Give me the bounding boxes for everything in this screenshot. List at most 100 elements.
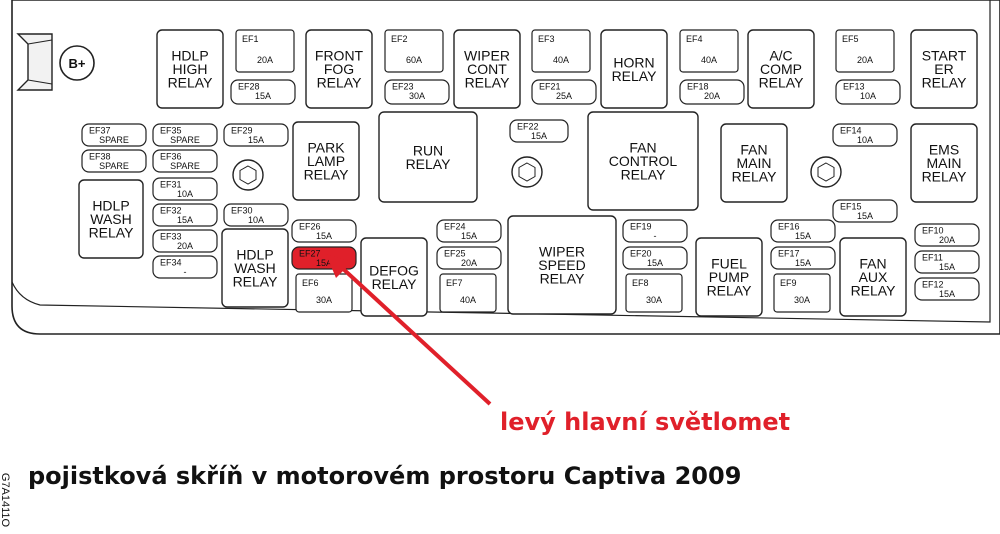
fuse-rating: SPARE [170, 135, 200, 145]
fuse-id: EF5 [842, 34, 859, 44]
fuse-rating: 15A [461, 231, 477, 241]
fuse-id: EF14 [840, 126, 862, 136]
relay-label: FAN [740, 142, 767, 158]
fuse-rating: 20A [857, 55, 873, 65]
fuse-rating: 30A [646, 295, 662, 305]
fuse-rating: - [654, 231, 657, 241]
relay-label: FOG [324, 61, 354, 77]
relay-label: RELAY [168, 75, 214, 91]
relay-label: WIPER [539, 244, 585, 260]
bolt-stud [511, 156, 543, 188]
fuse-rating: 15A [316, 231, 332, 241]
fuse-ef19: EF19- [622, 219, 688, 243]
relay-label: RUN [413, 142, 443, 158]
relay-label: RELAY [317, 75, 363, 91]
fuse-rating: 15A [795, 231, 811, 241]
fuse-id: EF1 [242, 34, 259, 44]
relay-body [305, 29, 373, 109]
fuse-body [223, 203, 289, 227]
fuse-rating: 20A [461, 258, 477, 268]
relay-label: RELAY [922, 169, 968, 185]
fuse-body [223, 123, 289, 147]
fuse-body [152, 255, 218, 279]
relay-body [839, 237, 907, 317]
relay-body [78, 179, 144, 259]
fuse-rating: 30A [316, 295, 332, 305]
fuse-body [384, 79, 450, 105]
fuse-body [384, 29, 444, 73]
relay-label: RELAY [851, 283, 897, 299]
fuse-body [770, 219, 836, 243]
figure-code-text: G7A1411O [0, 472, 12, 528]
relay-label: RELAY [89, 225, 135, 241]
fuse-body [832, 123, 898, 147]
fuse-id: EF15 [840, 202, 862, 212]
relay-body [156, 29, 224, 109]
fuse-body [531, 79, 597, 105]
relay-label: RELAY [406, 156, 452, 172]
relay-label: FAN [629, 140, 656, 156]
fuse-rating: 15A [857, 211, 873, 221]
fuse-body [679, 29, 739, 73]
fuse-body [531, 29, 591, 73]
fuse-rating: 15A [647, 258, 663, 268]
relay-body [587, 111, 699, 211]
fuses: EF120AEF2815AEF260AEF2330AEF340AEF2125AE… [81, 29, 980, 313]
callout-label: levý hlavní světlomet [500, 408, 791, 436]
fuse-body [914, 223, 980, 247]
relay-label: RELAY [540, 271, 586, 287]
relay-body [910, 123, 978, 203]
relay-label: WIPER [464, 48, 510, 64]
relay-label: RELAY [233, 274, 279, 290]
fuse-body [295, 273, 353, 313]
fuse-id: EF36 [160, 152, 182, 162]
fuse-id: EF29 [231, 126, 253, 136]
relay-label: RELAY [759, 75, 805, 91]
fuse-id: EF10 [922, 226, 944, 236]
fuse-id: EF35 [160, 126, 182, 136]
fuse-rating: SPARE [99, 135, 129, 145]
battery-terminal-label: B+ [69, 56, 86, 71]
relay-label: LAMP [307, 153, 345, 169]
fuse-id: EF24 [444, 222, 466, 232]
relay-body [453, 29, 521, 109]
fuse-body [622, 219, 688, 243]
fuse-body [152, 177, 218, 201]
relay-label: PUMP [709, 269, 749, 285]
fuse-body [230, 79, 296, 105]
fuse-box-inner-outline [11, 0, 991, 323]
fuse-id: EF22 [517, 122, 539, 132]
fuse-rating: 15A [939, 289, 955, 299]
relay-label: A/C [769, 48, 792, 64]
bolt-stud [232, 159, 264, 191]
relay-label: RELAY [465, 75, 511, 91]
relay-label: HORN [613, 54, 654, 70]
fuse-id: EF25 [444, 249, 466, 259]
fuse-body [835, 79, 901, 105]
fuse-body [773, 273, 831, 313]
fuse-id: EF20 [630, 249, 652, 259]
fuse-id: EF19 [630, 222, 652, 232]
relay-body [910, 29, 978, 109]
fuse-id: EF26 [299, 222, 321, 232]
relay-label: RELAY [304, 167, 350, 183]
fuse-body [914, 250, 980, 274]
fuse-rating: 10A [857, 135, 873, 145]
fuse-body [622, 246, 688, 270]
